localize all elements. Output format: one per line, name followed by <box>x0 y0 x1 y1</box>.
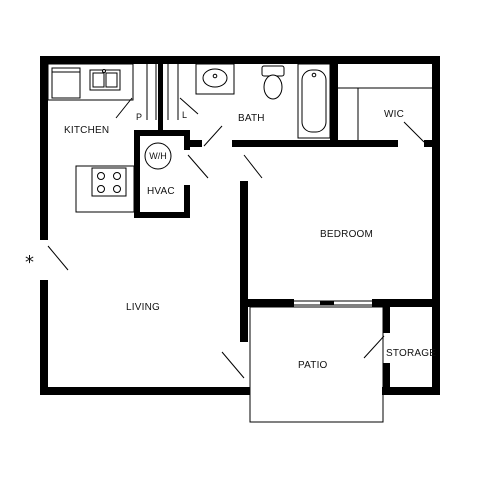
kitchen-fixtures <box>47 63 135 213</box>
label-kitchen: KITCHEN <box>64 125 109 136</box>
entry-door <box>47 245 69 271</box>
wic-door <box>403 121 425 143</box>
entry-marker: * <box>25 252 34 273</box>
door-swings <box>47 97 425 379</box>
bath-door <box>203 125 223 147</box>
label-living: LIVING <box>126 302 160 313</box>
label-pantry: P <box>136 112 142 122</box>
label-patio: PATIO <box>298 360 328 371</box>
hvac-door <box>187 154 209 179</box>
label-water-heater: W/H <box>149 151 167 161</box>
label-hvac: HVAC <box>147 186 175 197</box>
label-linen: L <box>182 110 187 120</box>
bedroom-door <box>243 154 263 179</box>
linen-door <box>179 97 199 115</box>
label-storage: STORAGE <box>386 348 436 359</box>
water-heater <box>144 142 172 170</box>
interior-walls <box>134 64 432 395</box>
bath-fixtures <box>195 63 331 139</box>
closet-shelves <box>146 64 432 140</box>
pantry-door <box>115 97 133 119</box>
patio-outline <box>249 306 384 423</box>
exterior-walls <box>40 56 440 395</box>
sliding-door <box>294 300 372 306</box>
label-wic: WIC <box>384 109 404 120</box>
room-labels: KITCHEN P L BATH WIC W/H HVAC BEDROOM LI… <box>25 109 436 371</box>
label-bedroom: BEDROOM <box>320 229 373 240</box>
patio-door <box>221 351 245 379</box>
label-bath: BATH <box>238 113 265 124</box>
storage-door <box>363 335 385 359</box>
